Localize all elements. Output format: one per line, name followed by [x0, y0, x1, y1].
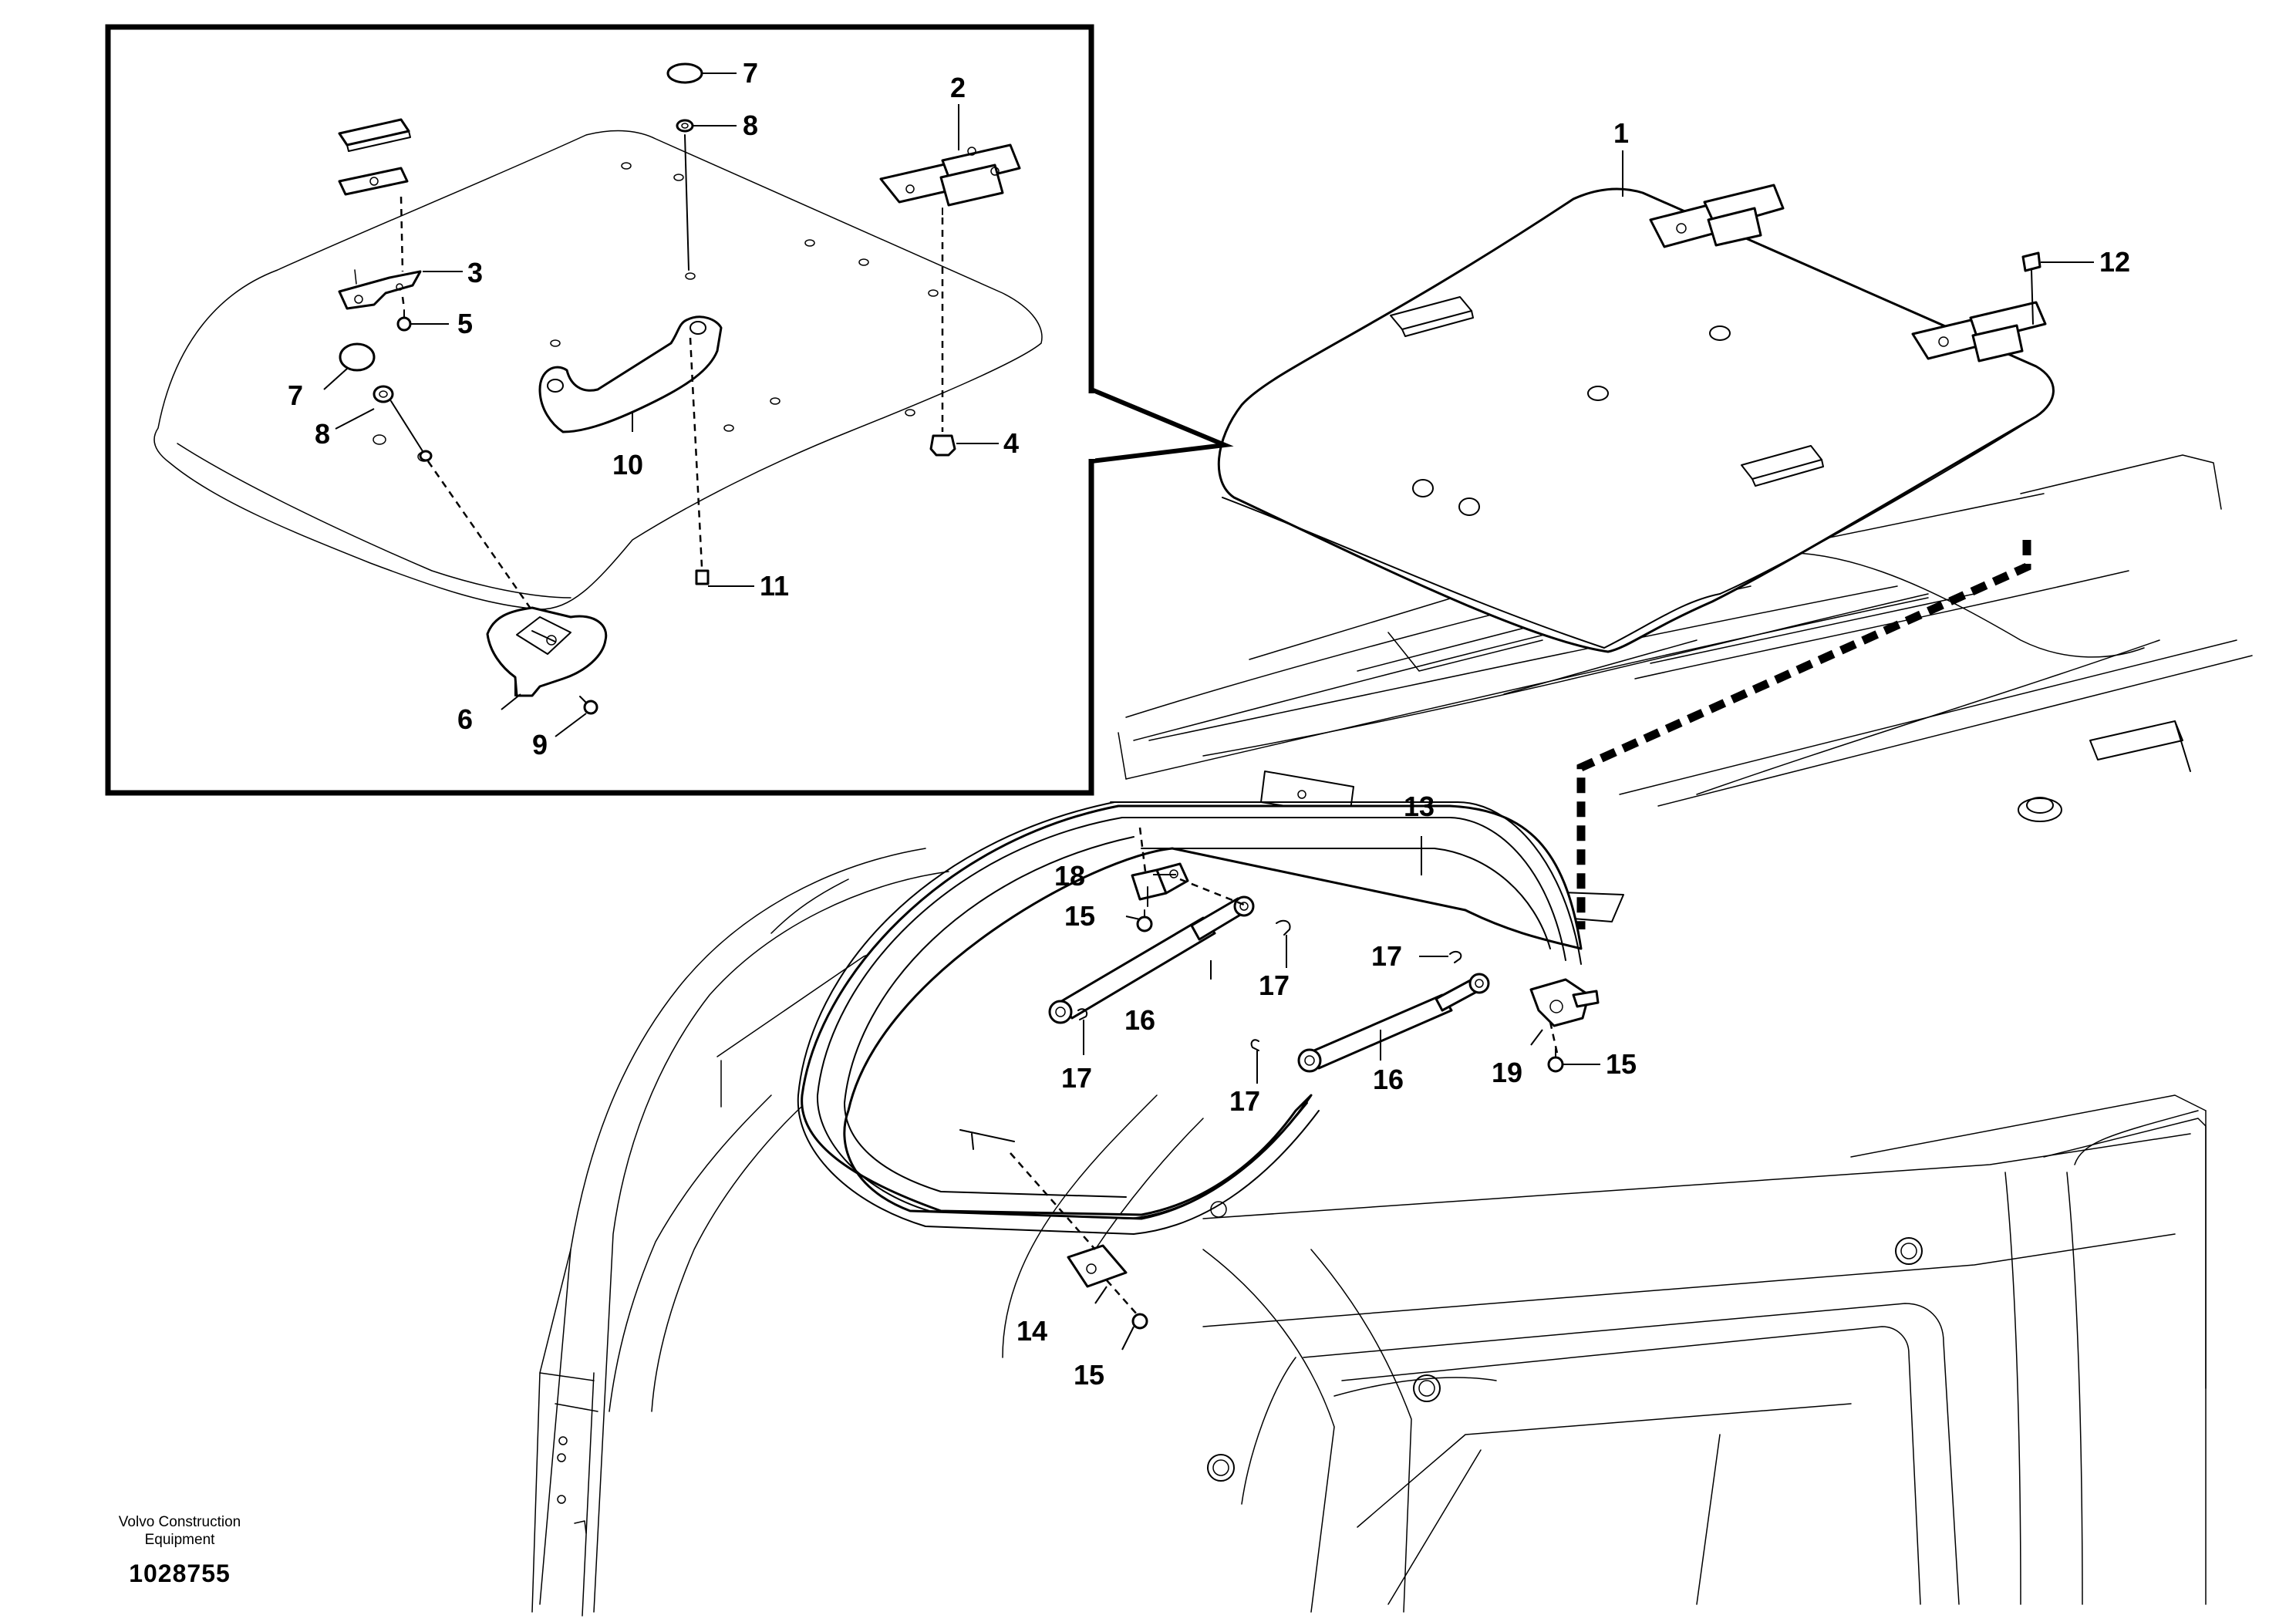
- callout-17b: 17: [1061, 1062, 1092, 1094]
- bracket-14: [959, 1129, 1138, 1316]
- bolt-12: [2021, 251, 2094, 325]
- document-number: 1028755: [129, 1560, 231, 1587]
- brand-line-2: Equipment: [144, 1532, 215, 1548]
- roof-mount-line: [1576, 540, 2031, 929]
- callout-8a: 8: [315, 418, 330, 450]
- callout-7a: 7: [288, 379, 303, 411]
- callout-4: 4: [1003, 427, 1019, 459]
- callout-labels: 1 2 3 4 5 6 7 7 8 8 9 10 11 12 13 14 15 …: [288, 57, 2130, 1391]
- gas-strut-left: [1048, 895, 1255, 1024]
- brand-line-1: Volvo Construction: [118, 1514, 241, 1530]
- strut-bracket-18: [1131, 827, 1249, 908]
- callout-1: 1: [1613, 117, 1629, 149]
- callout-17a: 17: [1259, 969, 1290, 1001]
- callout-16b: 16: [1373, 1064, 1404, 1095]
- callout-19: 19: [1492, 1057, 1522, 1088]
- callout-2: 2: [950, 72, 966, 103]
- detail-inset: [105, 24, 1234, 796]
- callout-8b: 8: [743, 110, 758, 141]
- callout-15a: 15: [1064, 900, 1095, 932]
- callout-5: 5: [457, 308, 473, 339]
- footer: Volvo Construction Equipment 1028755: [91, 1513, 268, 1588]
- strut-bracket-19: [1529, 978, 1600, 1057]
- callout-13: 13: [1404, 791, 1435, 822]
- callout-10: 10: [612, 449, 643, 481]
- sunroof-frame: [797, 801, 1583, 1235]
- callout-16a: 16: [1124, 1004, 1155, 1036]
- roof-hatch: [1217, 184, 2055, 653]
- callout-17d: 17: [1371, 940, 1402, 972]
- callout-12: 12: [2099, 246, 2130, 278]
- callout-18: 18: [1054, 860, 1085, 892]
- callout-15b: 15: [1606, 1048, 1637, 1080]
- cab-body: [531, 454, 2253, 1617]
- callout-11: 11: [760, 570, 789, 602]
- callout-7b: 7: [743, 57, 758, 89]
- leader-lines: [1094, 150, 1623, 1304]
- callout-6: 6: [457, 703, 473, 735]
- clip-pins-17: [1077, 919, 1462, 1084]
- callout-9: 9: [532, 729, 548, 760]
- callout-17c: 17: [1229, 1085, 1260, 1117]
- gas-strut-right: [1297, 973, 1490, 1073]
- callout-14: 14: [1017, 1315, 1047, 1347]
- screws-15: [1121, 909, 1564, 1351]
- callout-3: 3: [467, 257, 483, 288]
- callout-15c: 15: [1074, 1359, 1104, 1391]
